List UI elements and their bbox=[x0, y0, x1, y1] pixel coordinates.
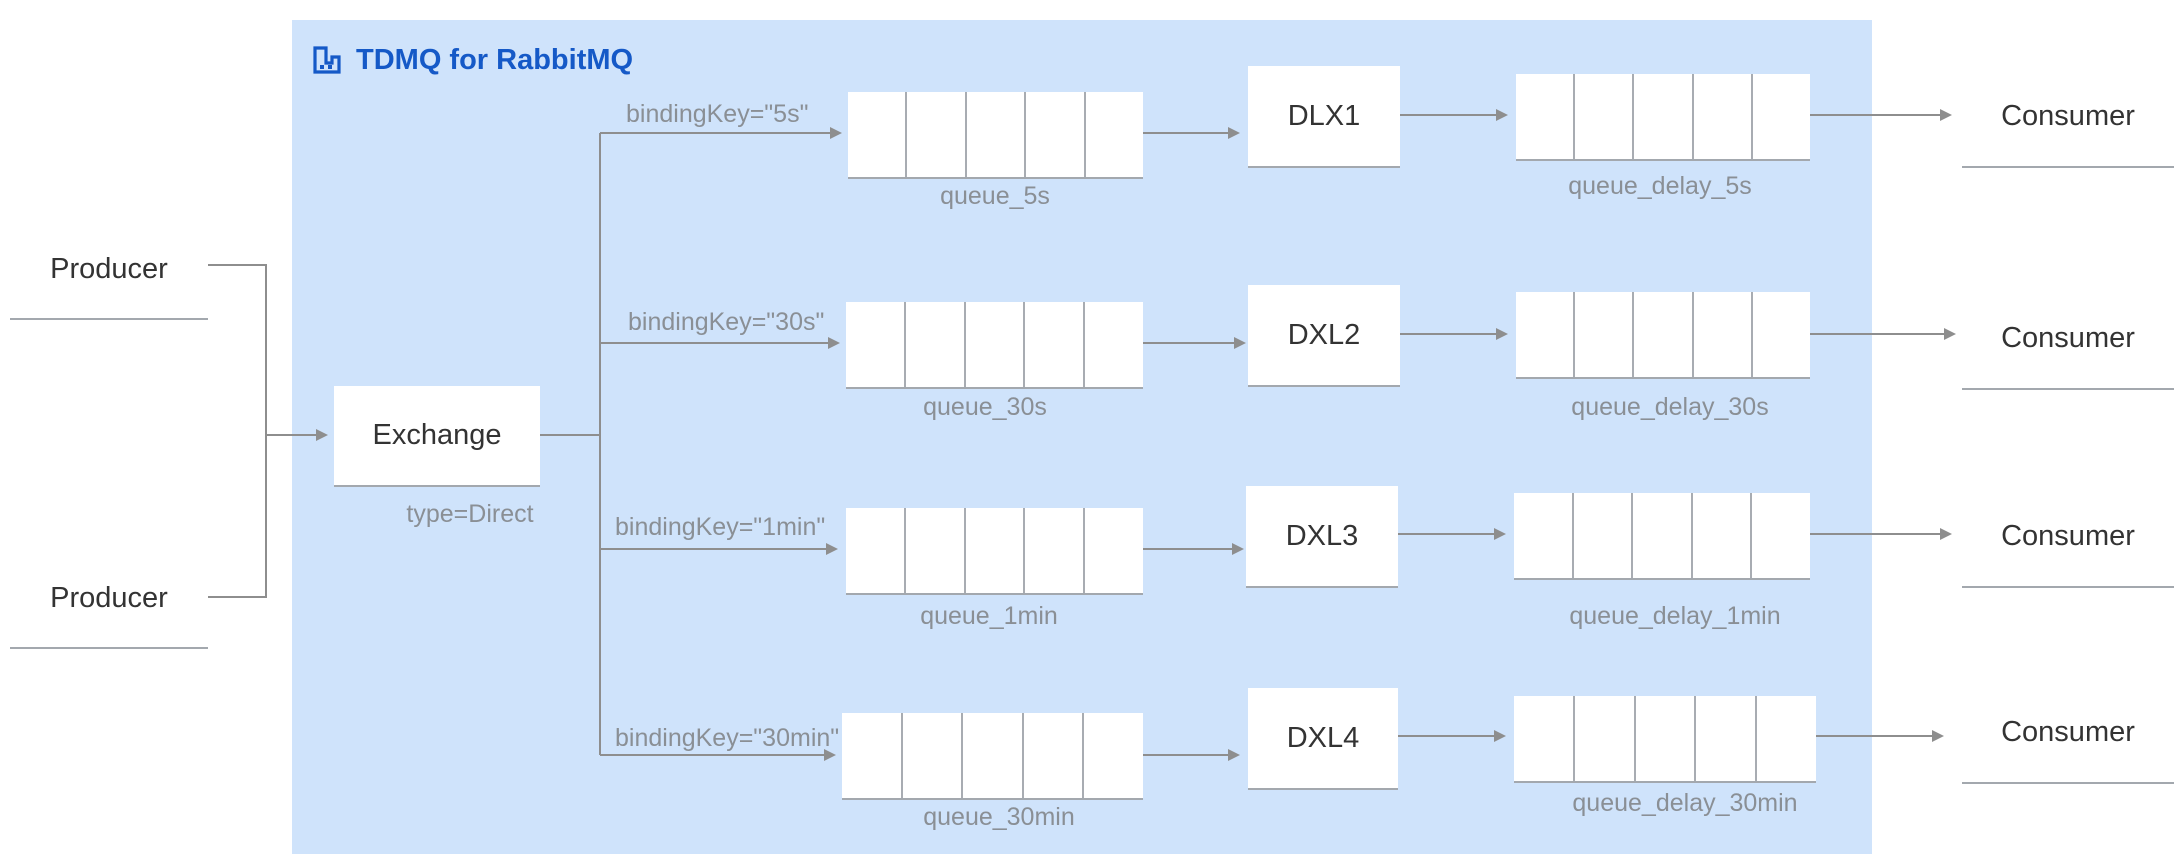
dlx-box: DXL3 bbox=[1246, 486, 1398, 588]
building-icon bbox=[312, 45, 342, 75]
delay-queue-box bbox=[1514, 493, 1810, 580]
queue-box bbox=[848, 92, 1143, 179]
queue-label: queue_30min bbox=[923, 803, 1075, 831]
producer-merge-line bbox=[208, 264, 267, 598]
delay-queue-box bbox=[1516, 292, 1810, 379]
producer-box: Producer bbox=[10, 220, 208, 320]
dlx-box: DXL4 bbox=[1248, 688, 1398, 790]
producer-label: Producer bbox=[50, 252, 168, 285]
consumer-label: Consumer bbox=[2001, 519, 2135, 552]
delay-queue-box bbox=[1514, 696, 1816, 783]
delay-queue-label: queue_delay_30s bbox=[1571, 393, 1769, 421]
dlx-label: DXL4 bbox=[1286, 721, 1360, 754]
producer-label: Producer bbox=[50, 581, 168, 614]
dlx-label: DXL2 bbox=[1287, 318, 1361, 351]
diagram-title: TDMQ for RabbitMQ bbox=[312, 40, 633, 80]
queue-label: queue_1min bbox=[920, 602, 1058, 630]
delay-queue-label: queue_delay_30min bbox=[1572, 789, 1798, 817]
queue-box bbox=[842, 713, 1143, 800]
exchange-label: Exchange bbox=[372, 419, 502, 451]
consumer-label: Consumer bbox=[2001, 99, 2135, 132]
binding-key-label: bindingKey="30s" bbox=[628, 308, 825, 336]
binding-key-label: bindingKey="1min" bbox=[615, 513, 826, 541]
consumer-label: Consumer bbox=[2001, 321, 2135, 354]
exchange-type-label: type=Direct bbox=[406, 500, 534, 528]
binding-key-label: bindingKey="5s" bbox=[626, 100, 809, 128]
queue-label: queue_30s bbox=[923, 393, 1047, 421]
delay-queue-box bbox=[1516, 74, 1810, 161]
dlx-box: DLX1 bbox=[1248, 66, 1400, 168]
queue-box bbox=[846, 508, 1143, 595]
producer-box: Producer bbox=[10, 549, 208, 649]
dlx-label: DLX1 bbox=[1287, 99, 1361, 132]
consumer-box: Consumer bbox=[1962, 288, 2174, 390]
consumer-box: Consumer bbox=[1962, 682, 2174, 784]
queue-label: queue_5s bbox=[940, 182, 1050, 210]
consumer-box: Consumer bbox=[1962, 66, 2174, 168]
title-text: TDMQ for RabbitMQ bbox=[356, 43, 634, 76]
delay-queue-label: queue_delay_1min bbox=[1569, 602, 1781, 630]
consumer-label: Consumer bbox=[2001, 715, 2135, 748]
dlx-label: DXL3 bbox=[1285, 519, 1359, 552]
binding-key-label: bindingKey="30min" bbox=[615, 724, 840, 752]
consumer-box: Consumer bbox=[1962, 486, 2174, 588]
dlx-box: DXL2 bbox=[1248, 285, 1400, 387]
exchange-box: Exchange bbox=[334, 386, 540, 487]
queue-box bbox=[846, 302, 1143, 389]
delay-queue-label: queue_delay_5s bbox=[1568, 172, 1752, 200]
